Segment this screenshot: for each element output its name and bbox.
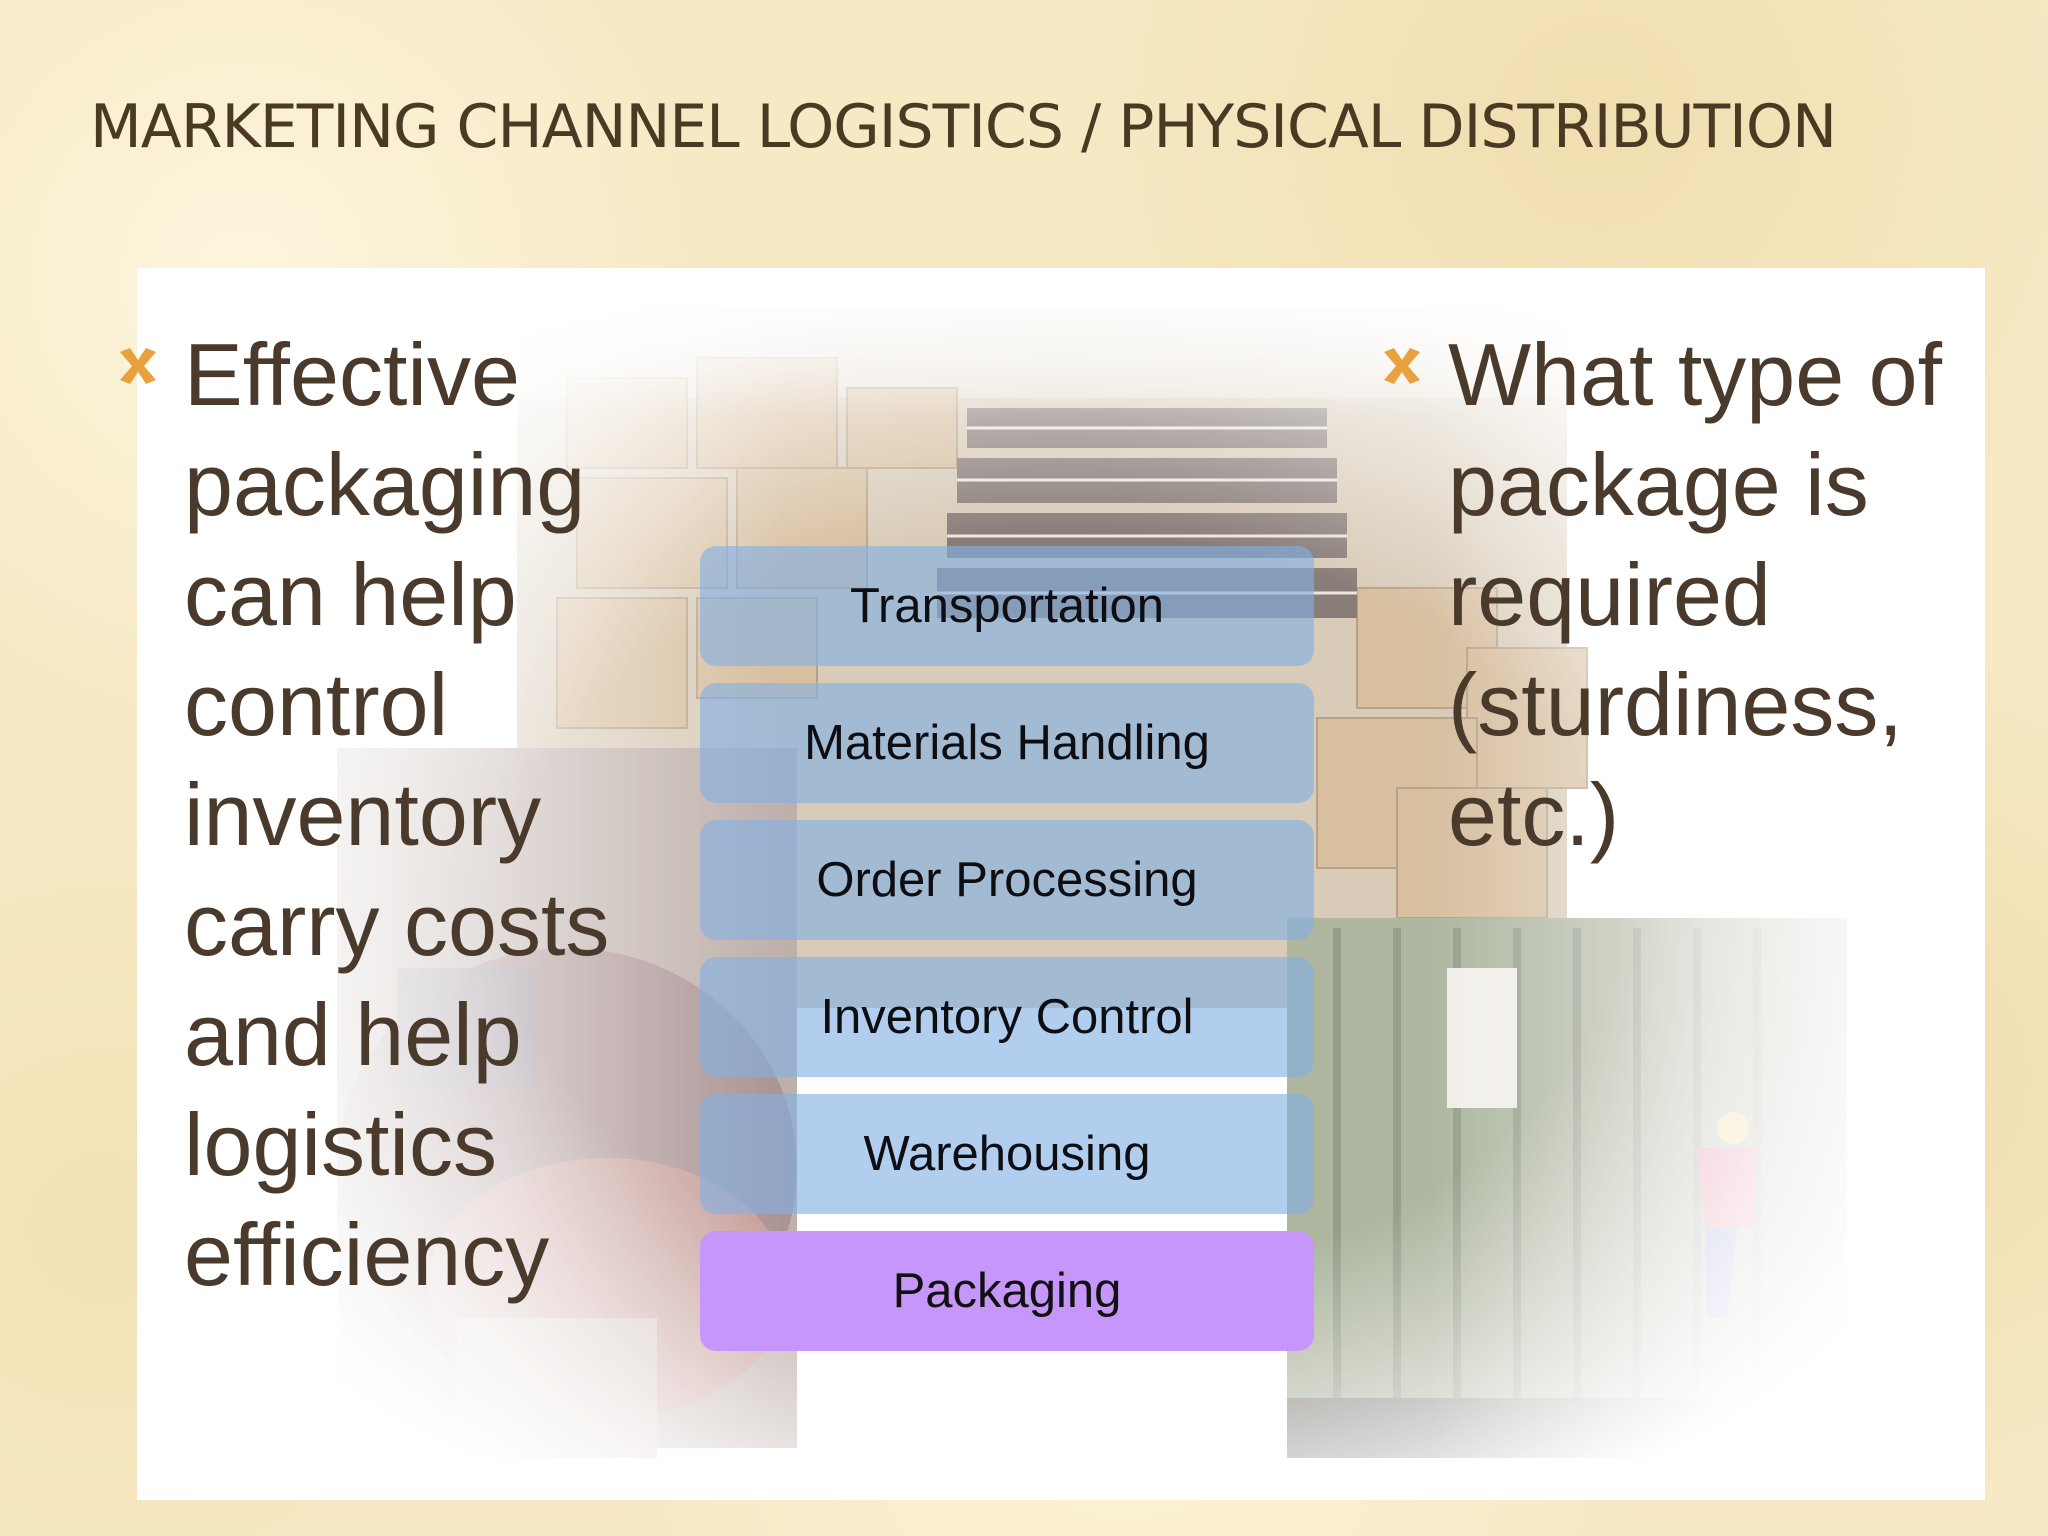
bullet-package-type: What type of package is required (sturdi… bbox=[1384, 320, 2008, 870]
x-bullet-icon bbox=[1384, 348, 1420, 384]
bullet-text-left: Effective packaging can help control inv… bbox=[184, 325, 610, 1304]
function-packaging-highlighted: Packaging bbox=[700, 1231, 1314, 1351]
bullet-effective-packaging: Effective packaging can help control inv… bbox=[120, 320, 704, 1310]
function-transportation: Transportation bbox=[700, 546, 1314, 666]
function-materials-handling: Materials Handling bbox=[700, 683, 1314, 803]
function-order-processing: Order Processing bbox=[700, 820, 1314, 940]
function-inventory-control: Inventory Control bbox=[700, 957, 1314, 1077]
logistics-functions-stack: Transportation Materials Handling Order … bbox=[700, 546, 1314, 1368]
x-bullet-icon bbox=[120, 348, 156, 384]
bullet-text-right: What type of package is required (sturdi… bbox=[1448, 325, 1943, 864]
function-warehousing: Warehousing bbox=[700, 1094, 1314, 1214]
slide-title: MARKETING CHANNEL LOGISTICS / PHYSICAL D… bbox=[90, 92, 1837, 162]
